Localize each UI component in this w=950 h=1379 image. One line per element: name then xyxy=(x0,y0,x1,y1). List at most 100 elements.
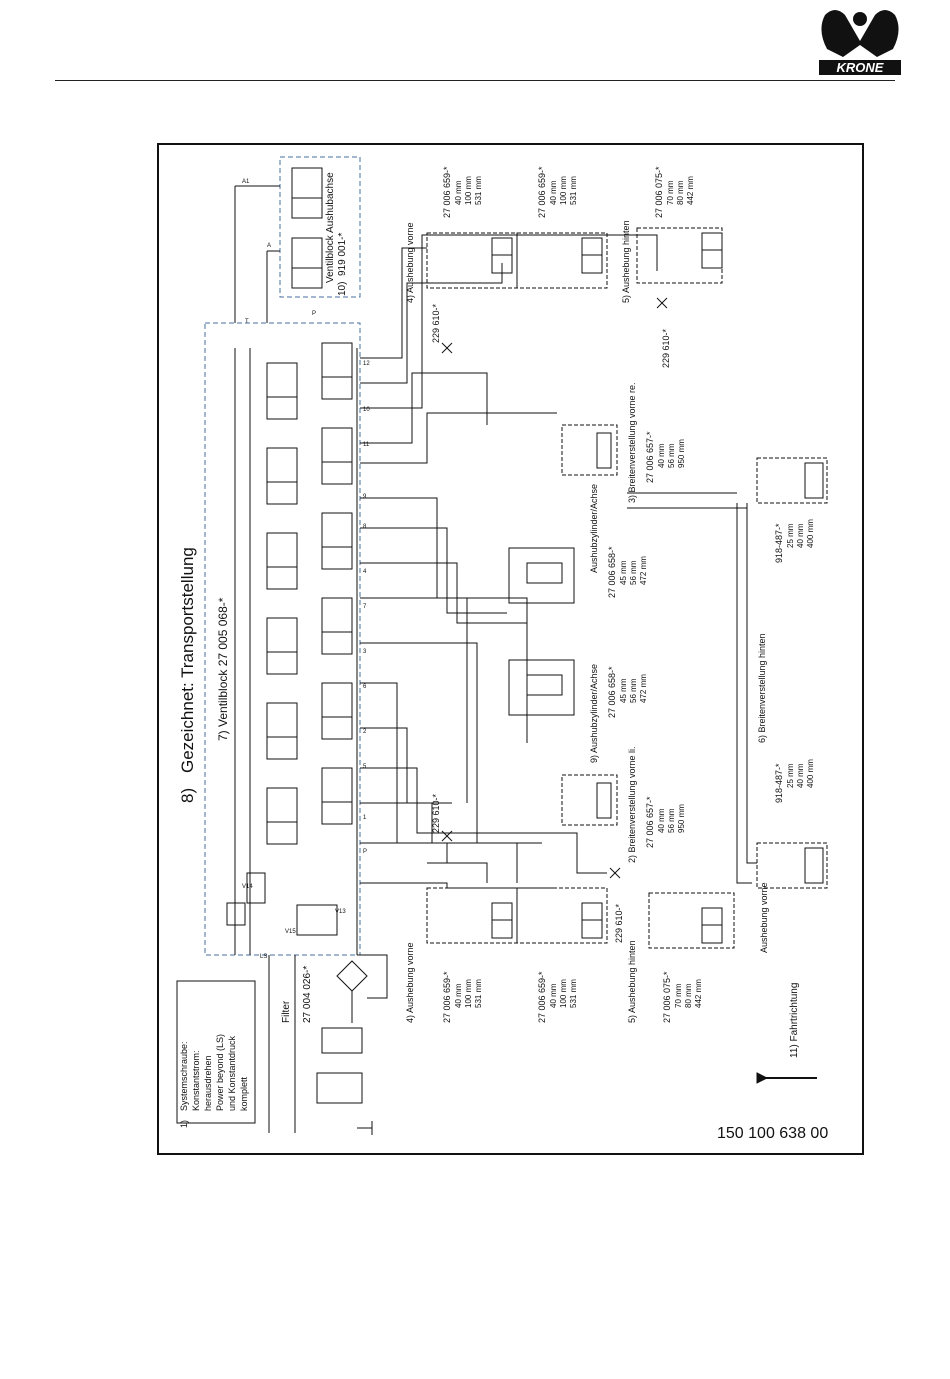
aushebung-vorne-top-dim-2a: 40 mm xyxy=(549,180,558,205)
breiten-hinten-part-1: 918-487-* xyxy=(774,523,784,563)
port-7: 7 xyxy=(363,604,367,610)
krone-logo: KRONE xyxy=(819,10,901,75)
aushubzylinder-1-part: 27 006 658-* xyxy=(607,546,617,598)
port-6: 6 xyxy=(363,684,367,690)
breiten-li-part: 27 006 657-* xyxy=(645,796,655,848)
aushubzylinder-2-dim-a: 45 mm xyxy=(619,678,628,703)
ventilblock-label: 7) Ventilblock 27 005 068-* xyxy=(216,597,230,741)
aushebung-hinten-bottom-dim-a: 70 mm xyxy=(674,983,683,1008)
breiten-li-label: 2) Breitenverstellung vorne li. xyxy=(627,746,637,863)
aushebung-vorne-bottom-part-1: 27 006 659-* xyxy=(442,971,452,1023)
hose-top-2: 229 610-* xyxy=(661,328,671,368)
breiten-hinten-dim-2a: 25 mm xyxy=(786,763,795,788)
hose-top-1: 229 610-* xyxy=(431,303,441,343)
aushebung-vorne-bottom-dim-1b: 100 mm xyxy=(464,979,473,1008)
krone-logo-text: KRONE xyxy=(837,60,884,75)
breiten-hinten-dim-1b: 40 mm xyxy=(796,523,805,548)
breiten-hinten-dim-1a: 25 mm xyxy=(786,523,795,548)
note-line-5: und Konstantdruck xyxy=(227,1035,237,1111)
valve-stack xyxy=(226,342,353,936)
port-10: 10 xyxy=(363,407,370,413)
aushebung-vorne-bottom-part-2: 27 006 659-* xyxy=(537,971,547,1023)
note-line-2: Konstantstrom: xyxy=(191,1050,201,1111)
aushebung-hinten-bottom-dim-b: 80 mm xyxy=(684,983,693,1008)
aushebung-hinten-bottom-dim-c: 442 mm xyxy=(694,979,703,1008)
aushebung-hinten-top-dim-a: 70 mm xyxy=(666,180,675,205)
breiten-re-dim-b: 56 mm xyxy=(667,443,676,468)
port-11: 11 xyxy=(363,442,370,448)
note-line-6: komplett xyxy=(239,1076,249,1111)
breiten-hinten-dim-2c: 400 mm xyxy=(806,759,815,788)
aushebung-hinten-top-label: 5) Aushebung hinten xyxy=(621,220,631,303)
aushebung-hinten-bottom-part: 27 006 075-* xyxy=(662,971,672,1023)
port-a: A xyxy=(267,243,271,249)
aushebung-vorne-bottom-label: 4) Aushebung vorne xyxy=(405,942,415,1023)
aushubzylinder-2-part: 27 006 658-* xyxy=(607,666,617,718)
breiten-hinten-part-2: 918-487-* xyxy=(774,763,784,803)
breiten-re-dim-a: 40 mm xyxy=(657,443,666,468)
valve-v14: V14 xyxy=(242,884,253,890)
breiten-hinten-label: 6) Breitenverstellung hinten xyxy=(757,633,767,743)
port-p-top: P xyxy=(312,311,316,317)
aushebung-vorne-top-dim-2b: 100 mm xyxy=(559,176,568,205)
ventilblock-achse-num: 10) xyxy=(337,282,348,296)
breiten-li-dim-b: 56 mm xyxy=(667,808,676,833)
aushubzylinder-1-label: Aushubzylinder/Achse xyxy=(589,484,599,573)
aushebung-vorne-bottom-dim-2a: 40 mm xyxy=(549,983,558,1008)
aushebung-vorne-top-label: 4) Aushebung vorne xyxy=(405,222,415,303)
note-line-4: Power beyond (LS) xyxy=(215,1034,225,1111)
breiten-hinten-dim-1c: 400 mm xyxy=(806,519,815,548)
aushebung-hinten-bottom-label: 5) Aushebung hinten xyxy=(627,940,637,1023)
hose-bottom-2: 229 610-* xyxy=(614,903,624,943)
valve-v13: V13 xyxy=(335,909,346,915)
ventilblock-achse-part: 919 001-* xyxy=(337,233,348,276)
drawing-frame xyxy=(157,143,864,1155)
aushebung-hinten-top-dim-c: 442 mm xyxy=(686,176,695,205)
aushebung-vorne-bottom-dim-2b: 100 mm xyxy=(559,979,568,1008)
breiten-re-part: 27 006 657-* xyxy=(645,431,655,483)
port-8: 8 xyxy=(363,524,367,530)
breiten-hinten-dim-2b: 40 mm xyxy=(796,763,805,788)
aushebung-vorne-top-dim-1a: 40 mm xyxy=(454,180,463,205)
filter-label: Filter xyxy=(281,1000,292,1023)
note-num: 1) xyxy=(179,1120,189,1128)
port-9: 9 xyxy=(363,494,367,500)
hose-bottom-1: 229 610-* xyxy=(431,793,441,833)
aushubzylinder-2-dim-b: 56 mm xyxy=(629,678,638,703)
port-5: 5 xyxy=(363,764,367,770)
title-number: 8) xyxy=(178,788,197,803)
aushebung-vorne-bottom-dim-1c: 531 mm xyxy=(474,979,483,1008)
port-2: 2 xyxy=(363,729,367,735)
breiten-li-dim-c: 950 mm xyxy=(677,804,686,833)
aushubzylinder-1-dim-c: 472 mm xyxy=(639,556,648,585)
aushebung-hinten-top-part: 27 006 075-* xyxy=(654,166,664,218)
valve-v15: V15 xyxy=(285,929,296,935)
note-line-3: herausdrehen xyxy=(203,1055,213,1111)
aushebung-vorne-bottom-dim-1a: 40 mm xyxy=(454,983,463,1008)
port-t: T xyxy=(245,319,249,325)
port-a1: A1 xyxy=(242,179,250,185)
breiten-re-dim-c: 950 mm xyxy=(677,439,686,468)
breiten-li-dim-a: 40 mm xyxy=(657,808,666,833)
port-p: P xyxy=(363,849,367,855)
aushubzylinder-1-dim-a: 45 mm xyxy=(619,560,628,585)
aushubzylinder-2-dim-c: 472 mm xyxy=(639,674,648,703)
filter-part: 27 004 026-* xyxy=(302,966,313,1023)
title-text: Gezeichnet: Transportstellung xyxy=(178,547,197,773)
aushubzylinder-1-dim-b: 56 mm xyxy=(629,560,638,585)
fahrtrichtung-label: 11) Fahrtrichtung xyxy=(789,983,800,1058)
aushebung-vorne-top-dim-1c: 531 mm xyxy=(474,176,483,205)
hydraulic-diagram: 8) Gezeichnet: Transportstellung 7) Vent… xyxy=(176,156,828,1135)
port-ls: LS xyxy=(260,954,267,960)
port-3: 3 xyxy=(363,649,367,655)
header-rule xyxy=(55,80,895,81)
port-1: 1 xyxy=(363,815,367,821)
port-4: 4 xyxy=(363,569,367,575)
aushebung-vorne-right-label: Aushebung vorne xyxy=(759,882,769,953)
aushebung-vorne-bottom-dim-2c: 531 mm xyxy=(569,979,578,1008)
aushebung-hinten-top-dim-b: 80 mm xyxy=(676,180,685,205)
ventilblock-achse-label: Ventilblock Aushubachse xyxy=(325,172,336,283)
drawing-number: 150 100 638 00 xyxy=(717,1125,829,1142)
note-line-1: Systemschraube: xyxy=(179,1041,189,1111)
aushubzylinder-2-label: 9) Aushubzylinder/Achse xyxy=(589,664,599,763)
